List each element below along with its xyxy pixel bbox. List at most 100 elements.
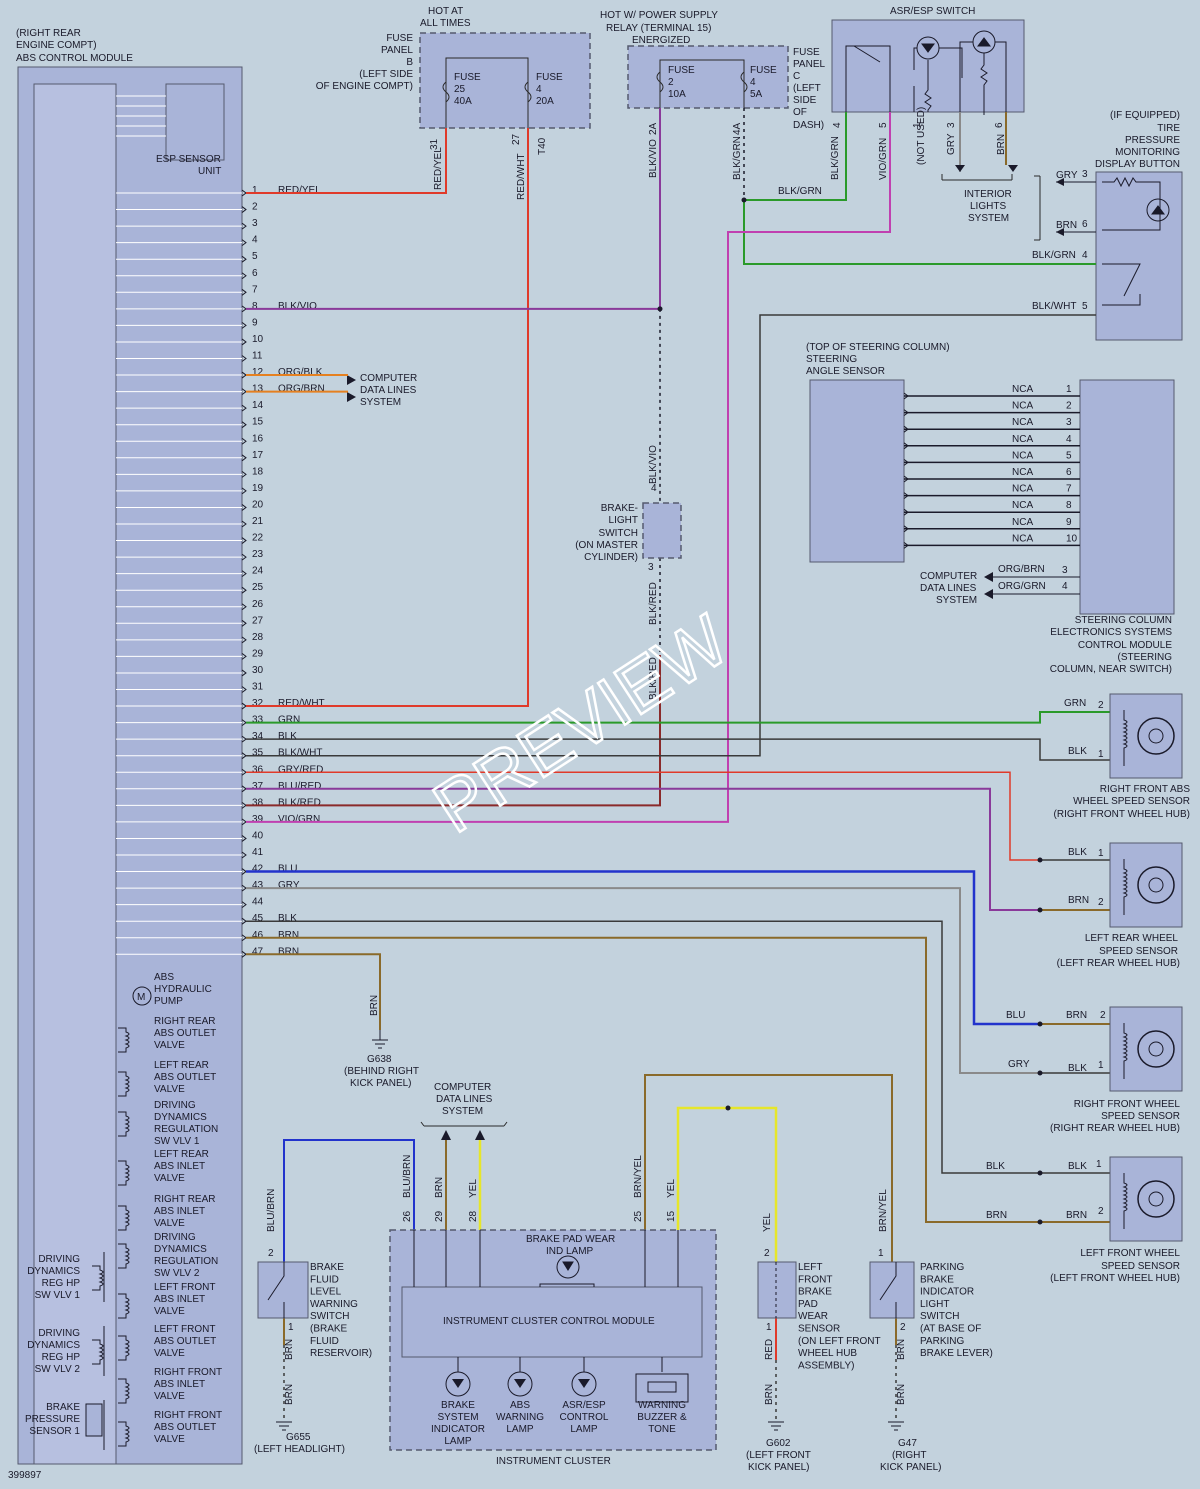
- component-label-line: BRAKE: [310, 1262, 344, 1273]
- brake-fluid-label: BRAKEFLUIDLEVELWARNINGSWITCH(BRAKEFLUIDR…: [310, 1262, 372, 1359]
- component-label-line: LEVEL: [310, 1287, 342, 1298]
- interior-l2: LIGHTS: [970, 201, 1006, 212]
- internal-component-label: LEFT REAR: [154, 1060, 209, 1071]
- bf-wire-bot2: BRN: [284, 1384, 295, 1405]
- module-pin-number: 10: [252, 334, 264, 345]
- lamp-label: INDICATOR: [431, 1424, 485, 1435]
- pad-lamp-l1: BRAKE PAD WEAR: [526, 1234, 615, 1245]
- module-pin-chevron: [241, 322, 247, 329]
- bls-wire-bot2: BLK/RED: [648, 657, 659, 700]
- module-pin-number: 9: [252, 317, 258, 328]
- g638-ground-symbol: [372, 1030, 388, 1049]
- interior-bracket: [941, 165, 1013, 181]
- rf-abs-pin-1: 1: [1098, 749, 1104, 760]
- tpms-wire-4: BLK/GRN: [1032, 250, 1076, 261]
- bf-wire-bot: BRN: [284, 1339, 295, 1360]
- steer-data-pin-4: 4: [1062, 581, 1068, 592]
- module-pin-number: 15: [252, 417, 264, 428]
- module-pin-number: 32: [252, 698, 264, 709]
- module-pin-number: 6: [252, 268, 258, 279]
- ground-symbol: [888, 1421, 904, 1431]
- fuse-panel-b-l3: B: [406, 57, 413, 68]
- esp-sensor-label-1: ESP SENSOR: [156, 154, 221, 165]
- g638-name: G638: [367, 1054, 392, 1065]
- asr-wire-5: VIO/GRN: [878, 138, 889, 180]
- module-pin-chevron: [241, 421, 247, 429]
- lf-wire-1: BLK: [1068, 1161, 1087, 1172]
- wires: [246, 108, 1110, 1431]
- module-pin-wire: GRY: [278, 880, 300, 891]
- module-pin-chevron: [241, 835, 247, 842]
- nca-chevron: [903, 492, 909, 499]
- pad-ground: G602: [766, 1438, 791, 1449]
- nca-pin: 4: [1066, 434, 1072, 445]
- rr-wss-labels: (RIGHT REAR WHEEL HUB): [1050, 1123, 1180, 1134]
- nca-wire: NCA: [1012, 417, 1033, 428]
- internal-component-label: ABS INLET: [154, 1206, 205, 1217]
- steer-data-pin-3: 3: [1062, 565, 1068, 576]
- tpms-l4: MONITORING: [1115, 147, 1180, 158]
- module-pin-chevron: [241, 189, 247, 197]
- lr-wss-sensor-hub-icon: [1148, 877, 1164, 893]
- valve-coil-icon: [118, 1027, 130, 1053]
- module-pin-number: 23: [252, 549, 264, 560]
- cluster-control-label: INSTRUMENT CLUSTER CONTROL MODULE: [443, 1316, 655, 1327]
- steer-mod-l1: STEERING COLUMN: [1075, 615, 1172, 626]
- lf-l1: LEFT FRONT WHEEL: [1080, 1248, 1180, 1259]
- fuse2-l1: FUSE: [668, 65, 695, 76]
- rf-wss-l2: SPEED SENSOR: [1101, 1111, 1180, 1122]
- component-label-line: WHEEL HUB: [798, 1348, 857, 1359]
- fuse4b-l1: FUSE: [750, 65, 777, 76]
- esp-sensor-lines: [116, 95, 166, 137]
- rf-abs-l1: RIGHT FRONT ABS: [1100, 784, 1191, 795]
- wire-blu-red: [246, 787, 1040, 911]
- park-pin-bot: 2: [900, 1322, 906, 1333]
- asr-pin-4: 4: [832, 122, 843, 128]
- module-pin-wire: BRN: [278, 930, 299, 941]
- doc-id: 399897: [8, 1470, 42, 1481]
- module-pin-wire: ORG/BLK: [278, 367, 323, 378]
- module-pin-number: 47: [252, 946, 264, 957]
- module-pin-chevron: [241, 206, 247, 213]
- brake-light-switch: [642, 502, 682, 559]
- pump-motor-letter: M: [137, 992, 145, 1003]
- asr-pin-5: 5: [878, 122, 889, 128]
- lamp-label: WARNING: [638, 1400, 686, 1411]
- module-pin-chevron: [241, 934, 247, 942]
- tpms-title: (IF EQUIPPED) TIRE PRESSURE MONITORING D…: [1095, 110, 1180, 170]
- pad-ground-loc-2: KICK PANEL): [748, 1462, 810, 1473]
- tpms-pins: GRY 3 BRN 6 BLK/GRN 4 BLK/WHT 5: [1032, 169, 1088, 312]
- nca-chevron: [903, 442, 909, 450]
- module-pin-number: 5: [252, 251, 258, 262]
- component-label-line: PARKING: [920, 1336, 964, 1347]
- module-pin-chevron: [241, 719, 247, 726]
- internal-component-label: ABS OUTLET: [154, 1028, 216, 1039]
- asr-pin-1: 1: [912, 122, 923, 128]
- nca-chevron: [903, 425, 909, 433]
- module-pin-number: 8: [252, 301, 258, 312]
- internal-component-label: ABS OUTLET: [154, 1422, 216, 1433]
- wire-blk-lf: [246, 920, 1040, 1174]
- ic-data-l2: DATA LINES: [436, 1094, 493, 1105]
- component-label-line: BRAKE LEVER): [920, 1348, 993, 1359]
- hot-relay-1: HOT W/ POWER SUPPLY: [600, 10, 718, 21]
- module-pin-wire: BLK/WHT: [278, 748, 322, 759]
- splice-dot: [1037, 1219, 1043, 1225]
- fuse-panel-c-label: FUSE PANEL C (LEFT SIDE OF DASH): [793, 47, 825, 131]
- module-pin-number: 42: [252, 864, 264, 875]
- wire-blk-grn-asr: [744, 112, 847, 201]
- component-label-line: ASSEMBLY): [798, 1360, 855, 1371]
- internal-component-label: ABS INLET: [154, 1294, 205, 1305]
- asr-switch-title: ASR/ESP SWITCH: [890, 6, 975, 17]
- fuse4a-l3: 20A: [536, 96, 554, 107]
- splice-dot: [1037, 1070, 1043, 1076]
- rf-wss-l1: RIGHT FRONT WHEEL: [1074, 1099, 1181, 1110]
- splice-dot: [741, 197, 747, 203]
- internal-component-label: PUMP: [154, 996, 183, 1007]
- rf-wss-sensor-wheel-icon: [1137, 1030, 1175, 1068]
- wire-blk-vio: [246, 108, 661, 310]
- bls-pin-bot: 3: [648, 562, 654, 573]
- rf-wss-labels: BLU BRN 2 GRY BLK 1 RIGHT FRONT WHEEL SP…: [1006, 1010, 1180, 1122]
- lr-l2: SPEED SENSOR: [1099, 946, 1178, 957]
